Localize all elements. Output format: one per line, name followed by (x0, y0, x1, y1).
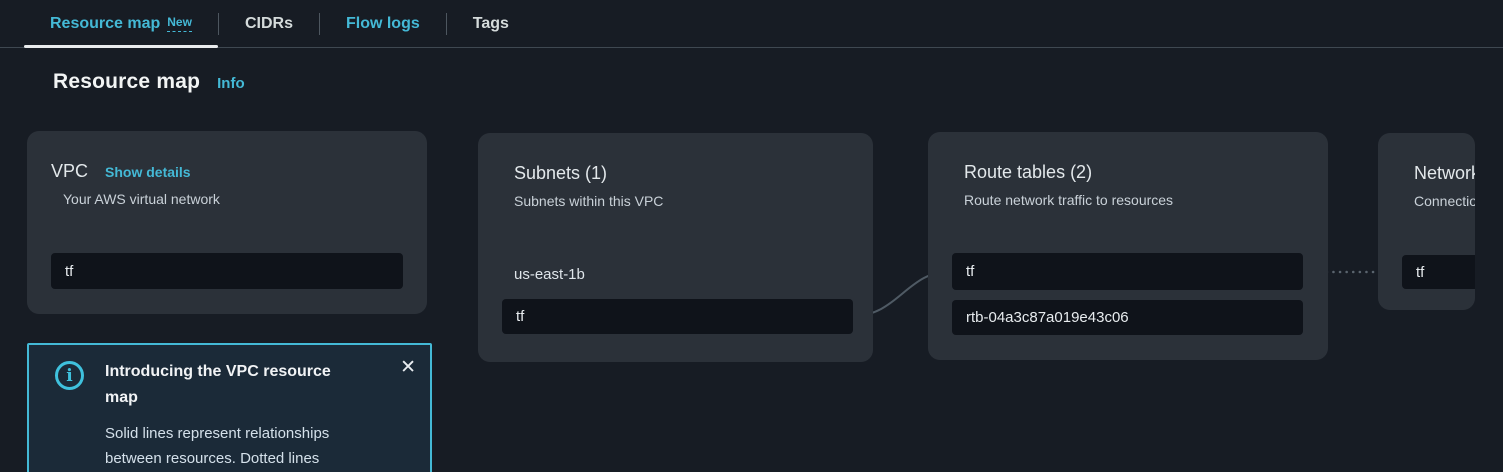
info-icon-glyph: i (66, 365, 73, 386)
subnets-card-title-row: Subnets (1) (478, 133, 873, 184)
info-link[interactable]: Info (217, 75, 245, 92)
route-table-resource[interactable]: tf (952, 253, 1303, 290)
close-icon[interactable]: ✕ (400, 358, 416, 377)
tab-divider (445, 12, 447, 35)
vpc-card-subtitle: Your AWS virtual network (63, 191, 220, 207)
route-tables-card-title: Route tables (2) (964, 162, 1093, 182)
tab-resource-map[interactable]: Resource map New (24, 0, 218, 48)
page-header: Resource map Info (53, 70, 245, 94)
close-icon-glyph: ✕ (400, 357, 416, 378)
tab-divider (318, 12, 320, 35)
route-tables-card-subtitle: Route network traffic to resources (964, 192, 1174, 208)
network-connection-resource[interactable]: tf (1402, 255, 1475, 289)
subnets-card: Subnets (1) Subnets within this VPC us-e… (478, 133, 873, 362)
tab-bar: Resource map New CIDRs Flow logs Tags (0, 0, 1503, 48)
page-title: Resource map (53, 70, 201, 93)
tab-tags-label: Tags (472, 14, 509, 32)
network-connections-card-title: Network connections (1414, 163, 1475, 183)
vpc-show-details-link[interactable]: Show details (105, 164, 191, 180)
tab-cidrs[interactable]: CIDRs (219, 0, 319, 47)
active-tab-underline (24, 45, 218, 48)
vpc-resource[interactable]: tf (51, 253, 403, 289)
route-table-resource[interactable]: rtb-04a3c87a019e43c06 (952, 300, 1303, 335)
route-table-resource-label: tf (966, 263, 975, 280)
subnets-card-title: Subnets (1) (514, 163, 608, 183)
banner-title: Introducing the VPC resource map (105, 363, 331, 406)
tab-cidrs-label: CIDRs (244, 14, 293, 32)
network-connections-card-title-row: Network connections (1378, 133, 1475, 184)
subnet-resource[interactable]: tf (502, 299, 853, 334)
vpc-card-title-row: VPC Show details (27, 131, 427, 182)
vpc-card: VPC Show details Your AWS virtual networ… (27, 131, 427, 314)
network-connection-resource-label: tf (1416, 263, 1425, 281)
route-tables-card: Route tables (2) Route network traffic t… (928, 132, 1328, 360)
route-tables-card-title-row: Route tables (2) (928, 132, 1328, 183)
vpc-card-title: VPC (51, 161, 89, 181)
route-table-resource-label: rtb-04a3c87a019e43c06 (966, 309, 1129, 326)
subnet-resource-label: tf (516, 308, 525, 325)
vpc-resource-label: tf (65, 262, 74, 280)
tab-flow-logs-label: Flow logs (345, 14, 420, 32)
availability-zone-label: us-east-1b (514, 266, 585, 283)
tab-divider (217, 12, 219, 35)
tab-flow-logs[interactable]: Flow logs (320, 0, 446, 47)
subnets-card-subtitle: Subnets within this VPC (514, 193, 664, 209)
tab-tags[interactable]: Tags (447, 0, 535, 47)
banner-body: Solid lines represent relationships betw… (105, 425, 330, 468)
new-badge: New (167, 15, 192, 32)
resource-map-intro-banner: i Introducing the VPC resource map Solid… (27, 343, 432, 472)
network-connections-card-subtitle: Connections to other networks (1414, 193, 1475, 209)
tab-resource-map-label: Resource map (50, 14, 161, 32)
network-connections-card: Network connections Connections to other… (1378, 133, 1475, 310)
info-icon: i (55, 361, 84, 390)
